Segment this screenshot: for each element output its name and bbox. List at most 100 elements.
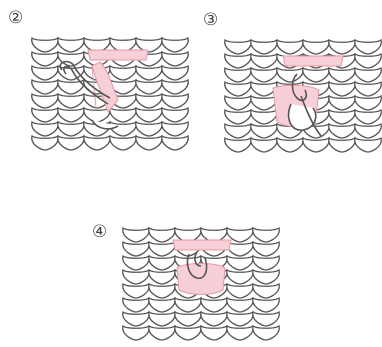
knit-stitch [303, 40, 329, 54]
knit-stitch [277, 40, 303, 54]
knit-stitch [277, 138, 303, 152]
knit-stitch [225, 68, 251, 82]
step-3-diagram [195, 0, 382, 175]
step-3-knit-fabric [195, 0, 382, 175]
knit-stitch [225, 124, 251, 138]
knit-stitch [110, 108, 136, 122]
knit-stitch [123, 270, 149, 284]
knit-stitch [251, 124, 277, 138]
knit-stitch [32, 108, 58, 122]
knit-stitch [136, 94, 162, 108]
knit-stitch [175, 298, 201, 312]
knit-stitch [227, 242, 253, 256]
knit-stitch [227, 326, 253, 340]
knit-stitch [58, 94, 84, 108]
knit-stitch [162, 122, 188, 136]
knit-stitch [149, 270, 175, 284]
knit-stitch [32, 94, 58, 108]
knit-stitch [227, 270, 253, 284]
knit-stitch [149, 326, 175, 340]
knit-stitch [303, 138, 329, 152]
knit-stitch [329, 40, 355, 54]
knit-stitch [253, 298, 279, 312]
knit-stitch [123, 298, 149, 312]
knit-stitch [329, 138, 355, 152]
knit-stitch [123, 256, 149, 270]
knit-stitch [225, 82, 251, 96]
knit-stitch [201, 312, 227, 326]
knit-stitch [123, 312, 149, 326]
knit-stitch [136, 136, 162, 150]
contrast-yarn-path [173, 240, 231, 295]
knit-stitch [136, 108, 162, 122]
knit-stitch [251, 40, 277, 54]
knit-stitch [251, 110, 277, 124]
knit-stitch [149, 312, 175, 326]
knit-stitch [32, 122, 58, 136]
knit-stitch [162, 66, 188, 80]
knit-stitch [253, 284, 279, 298]
knit-stitch [355, 124, 381, 138]
knit-stitch [251, 68, 277, 82]
knit-stitch [253, 242, 279, 256]
knit-stitch [32, 38, 58, 52]
knit-stitch [149, 284, 175, 298]
knit-stitch [303, 68, 329, 82]
knit-stitch [84, 136, 110, 150]
knit-stitch [162, 108, 188, 122]
knit-stitch [253, 312, 279, 326]
step-2-diagram [0, 0, 200, 170]
knit-stitch [110, 66, 136, 80]
knit-stitch [225, 40, 251, 54]
knit-stitch [136, 66, 162, 80]
knit-stitch [149, 298, 175, 312]
knit-stitch [329, 124, 355, 138]
knit-stitch [225, 110, 251, 124]
step-4-diagram [85, 200, 300, 347]
knit-stitch [355, 54, 381, 68]
knit-stitch [149, 228, 175, 242]
knit-stitch [110, 122, 136, 136]
knit-stitch [329, 96, 355, 110]
knit-stitch [329, 110, 355, 124]
knit-stitch [136, 80, 162, 94]
knit-stitch [32, 80, 58, 94]
knit-stitch [32, 52, 58, 66]
knit-stitch [225, 138, 251, 152]
step-4-knit-fabric [85, 200, 300, 347]
knit-stitch [227, 284, 253, 298]
knit-stitch [32, 66, 58, 80]
knit-stitch [162, 94, 188, 108]
knit-stitch [201, 298, 227, 312]
knit-stitch [162, 52, 188, 66]
knit-stitch [227, 298, 253, 312]
knit-stitch [251, 96, 277, 110]
knit-stitch [58, 108, 84, 122]
knit-stitch [123, 228, 149, 242]
knit-stitch [225, 96, 251, 110]
knit-stitch [355, 68, 381, 82]
knit-stitch [253, 256, 279, 270]
knit-stitch [227, 256, 253, 270]
knit-stitch [253, 326, 279, 340]
knit-stitch [149, 256, 175, 270]
knit-stitch [123, 326, 149, 340]
knit-stitch [58, 122, 84, 136]
knit-stitch [253, 228, 279, 242]
knit-stitch [32, 136, 58, 150]
knit-stitch [227, 312, 253, 326]
knit-stitch [355, 40, 381, 54]
knit-stitch [201, 326, 227, 340]
knit-stitch [58, 136, 84, 150]
knit-stitch [84, 108, 110, 122]
knit-stitch [355, 82, 381, 96]
knit-stitch [251, 54, 277, 68]
knit-stitch [175, 312, 201, 326]
knit-stitch [149, 242, 175, 256]
knit-stitch [175, 326, 201, 340]
knit-stitch [123, 284, 149, 298]
knit-stitch [110, 136, 136, 150]
knit-stitch [162, 136, 188, 150]
knit-stitch [329, 68, 355, 82]
step-2-knit-fabric [0, 0, 200, 170]
